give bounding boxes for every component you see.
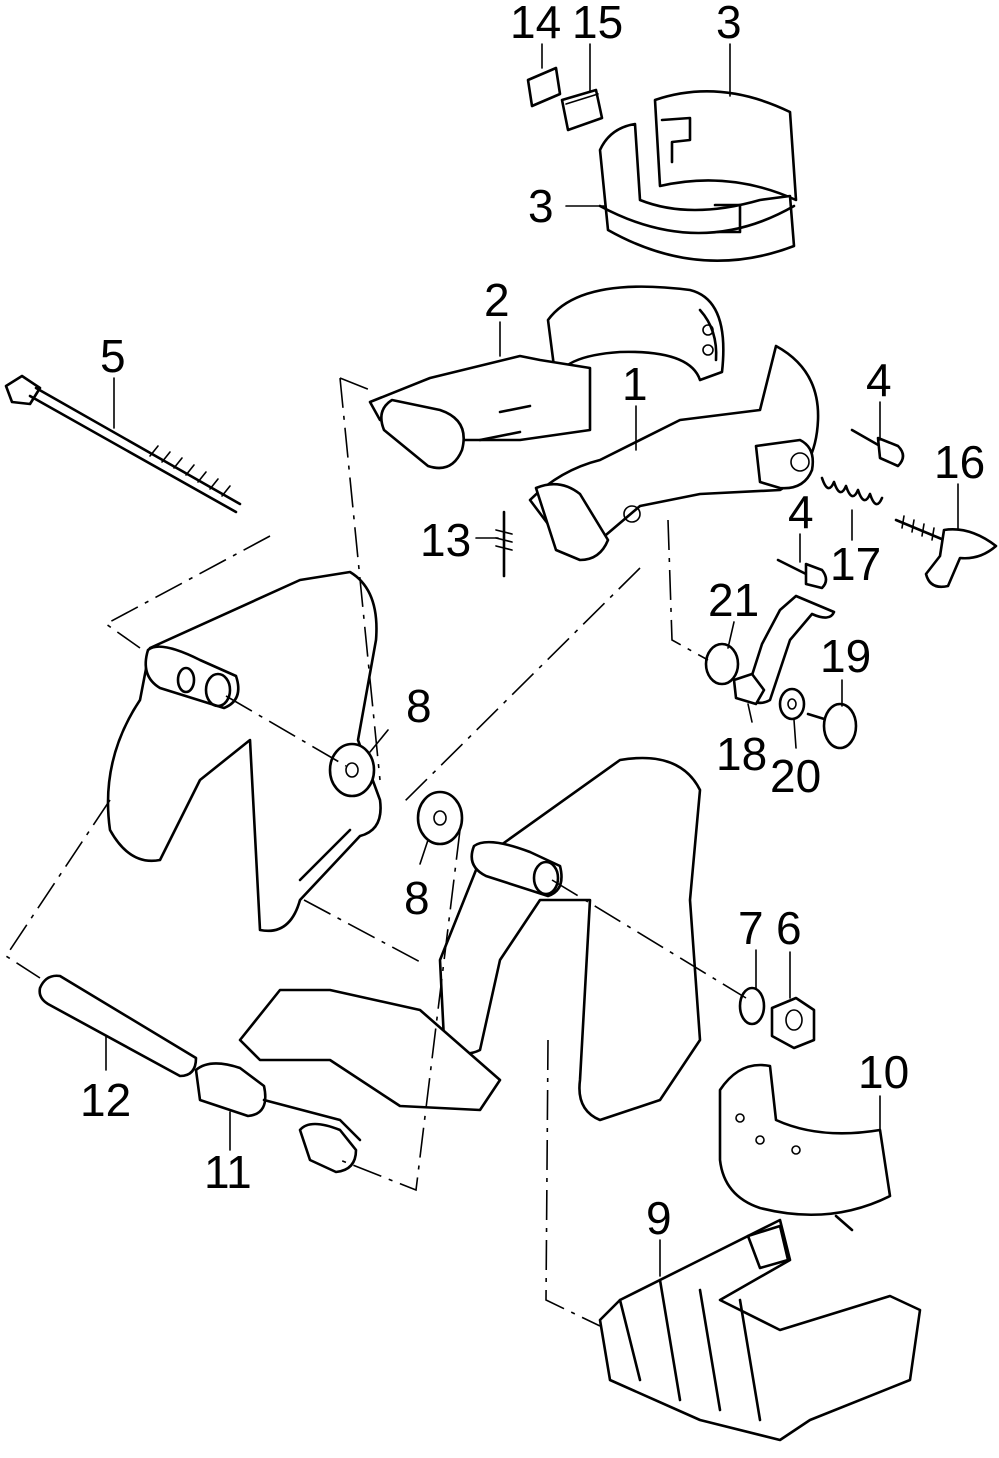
callout-11: 11 xyxy=(204,1146,252,1198)
part-13-small-spring xyxy=(495,510,513,578)
part-7-washer xyxy=(738,986,766,1026)
callout-4-upper: 4 xyxy=(866,354,892,406)
part-4-bolt-upper xyxy=(850,428,905,468)
part-21-o-ring xyxy=(704,642,740,686)
callout-5: 5 xyxy=(100,330,126,382)
part-20-washer xyxy=(778,687,806,721)
callout-19: 19 xyxy=(820,630,871,682)
part-18-lever xyxy=(732,594,836,706)
part-17-spring xyxy=(820,476,884,506)
part-8-washer-left xyxy=(328,742,376,798)
part-16-wing-bolt xyxy=(894,515,998,589)
callout-21: 21 xyxy=(708,574,759,626)
part-8-washer-right xyxy=(416,790,464,846)
leader-lines xyxy=(105,43,959,1277)
callout-labels: 14 15 3 3 2 5 1 4 16 13 4 17 21 19 8 18 … xyxy=(80,0,985,1244)
callout-6: 6 xyxy=(776,902,802,954)
part-6-nut xyxy=(770,996,816,1050)
part-19-screw xyxy=(806,702,858,750)
left-clamp-bracket xyxy=(106,570,382,933)
callout-1: 1 xyxy=(622,358,648,410)
part-3-bushing-lower xyxy=(598,122,796,263)
callout-3-upper: 3 xyxy=(716,0,742,48)
part-3-bushing-upper xyxy=(653,90,798,202)
part-2-swivel-bracket xyxy=(368,285,725,470)
part-1-steering-bracket xyxy=(528,344,820,562)
callout-12: 12 xyxy=(80,1074,131,1126)
part-5-long-bolt xyxy=(4,374,242,514)
part-12-pin xyxy=(38,974,198,1078)
callout-8-lower: 8 xyxy=(404,872,430,924)
assembly-lines xyxy=(4,377,747,1327)
callout-20: 20 xyxy=(770,750,821,802)
part-4-bolt-lower xyxy=(776,558,828,590)
part-11-tilt-lever xyxy=(194,988,502,1174)
callout-7: 7 xyxy=(738,902,764,954)
callout-18: 18 xyxy=(716,728,767,780)
callout-2: 2 xyxy=(484,274,510,326)
callout-13: 13 xyxy=(420,514,471,566)
callout-8-upper: 8 xyxy=(406,680,432,732)
callout-14: 14 xyxy=(510,0,561,48)
callout-3-lower: 3 xyxy=(528,180,554,232)
callout-4-lower: 4 xyxy=(788,486,814,538)
part-14-pad xyxy=(526,66,562,108)
part-10-swivel-half xyxy=(718,1063,892,1232)
callout-9: 9 xyxy=(646,1192,672,1244)
callout-15: 15 xyxy=(572,0,623,48)
callout-17: 17 xyxy=(830,538,881,590)
part-9-bottom-bracket xyxy=(598,1218,922,1442)
part-15-pad xyxy=(560,88,604,132)
callout-16: 16 xyxy=(934,436,985,488)
callout-10: 10 xyxy=(858,1046,909,1098)
